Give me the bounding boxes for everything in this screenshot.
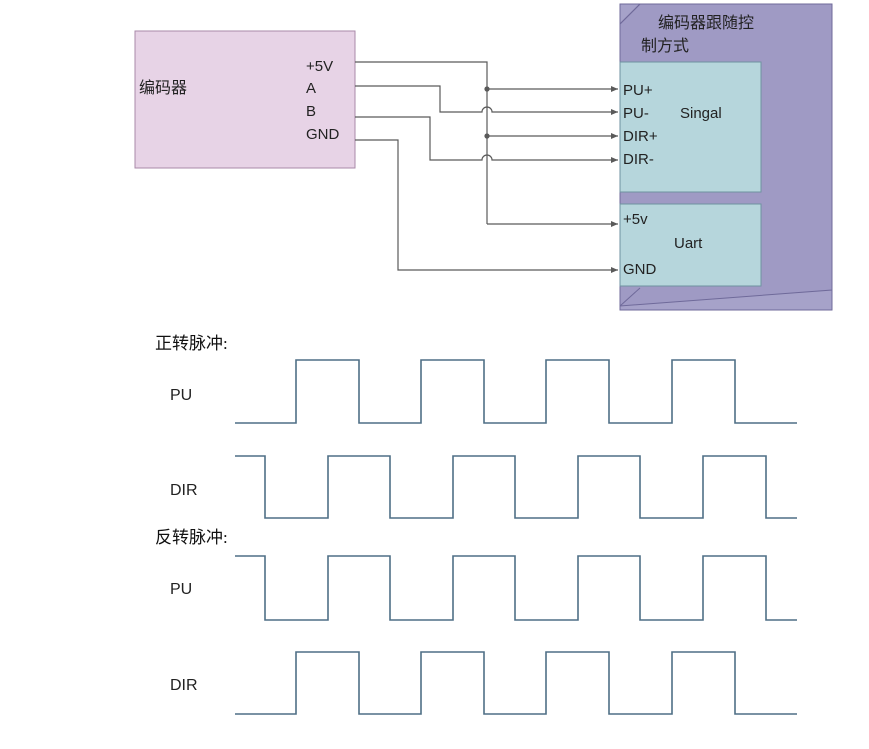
encoder-pin-gnd: GND: [306, 126, 340, 143]
wire-a-to-pu-minus: [355, 85, 618, 115]
signal-pin-pu-plus: PU+: [623, 82, 653, 99]
forward-pulse-section: 正转脉冲: PU DIR: [155, 334, 797, 519]
reverse-title: 反转脉冲:: [155, 528, 228, 547]
forward-pu-label: PU: [170, 387, 192, 404]
reverse-pu-waveform: [235, 555, 797, 621]
encoder-box: [134, 30, 356, 169]
signal-block: PU+ PU- DIR+ DIR- Singal: [619, 61, 762, 193]
encoder-block: 编码器 +5V A B GND: [134, 30, 356, 169]
reverse-pulse-section: 反转脉冲: PU DIR: [155, 528, 797, 715]
signal-label: Singal: [680, 105, 722, 122]
reverse-pu-label: PU: [170, 581, 192, 598]
encoder-title: 编码器: [139, 78, 187, 97]
uart-box: [619, 203, 762, 287]
uart-label: Uart: [674, 235, 703, 252]
signal-pin-pu-minus: PU-: [623, 105, 649, 122]
controller-title-line2: 制方式: [641, 36, 689, 55]
wire-b-to-dir-minus: [355, 116, 618, 163]
signal-pin-dir-minus: DIR-: [623, 151, 654, 168]
wiring-diagram: 编码器 +5V A B GND 编码器跟随控 制方式 PU+ PU- DIR+ …: [134, 3, 833, 311]
encoder-pin-b: B: [306, 103, 316, 120]
junction-dir-plus: [484, 133, 490, 139]
forward-dir-label: DIR: [170, 482, 198, 499]
forward-pu-waveform: [235, 359, 797, 424]
controller-bevel-edge-bottom: [619, 287, 641, 307]
wire-gnd-to-uart-gnd: [355, 139, 618, 273]
encoder-pin-a: A: [306, 80, 316, 97]
controller-title-line1: 编码器跟随控: [658, 13, 754, 32]
junction-pu-plus: [484, 86, 490, 92]
uart-pin-5v: +5v: [623, 211, 648, 228]
controller-bevel-edge: [619, 3, 641, 25]
encoder-pin-5v: +5V: [306, 58, 333, 75]
uart-block: +5v Uart GND: [619, 203, 762, 287]
forward-dir-waveform: [235, 455, 797, 519]
forward-title: 正转脉冲:: [155, 334, 228, 353]
uart-pin-gnd: GND: [623, 261, 657, 278]
signal-pin-dir-plus: DIR+: [623, 128, 658, 145]
wire-5v-trunk: [355, 61, 488, 224]
reverse-dir-waveform: [235, 651, 797, 715]
reverse-dir-label: DIR: [170, 677, 198, 694]
controller-block: 编码器跟随控 制方式 PU+ PU- DIR+ DIR- Singal +5v …: [619, 3, 833, 311]
wires: [355, 61, 618, 273]
signal-box: [619, 61, 762, 193]
